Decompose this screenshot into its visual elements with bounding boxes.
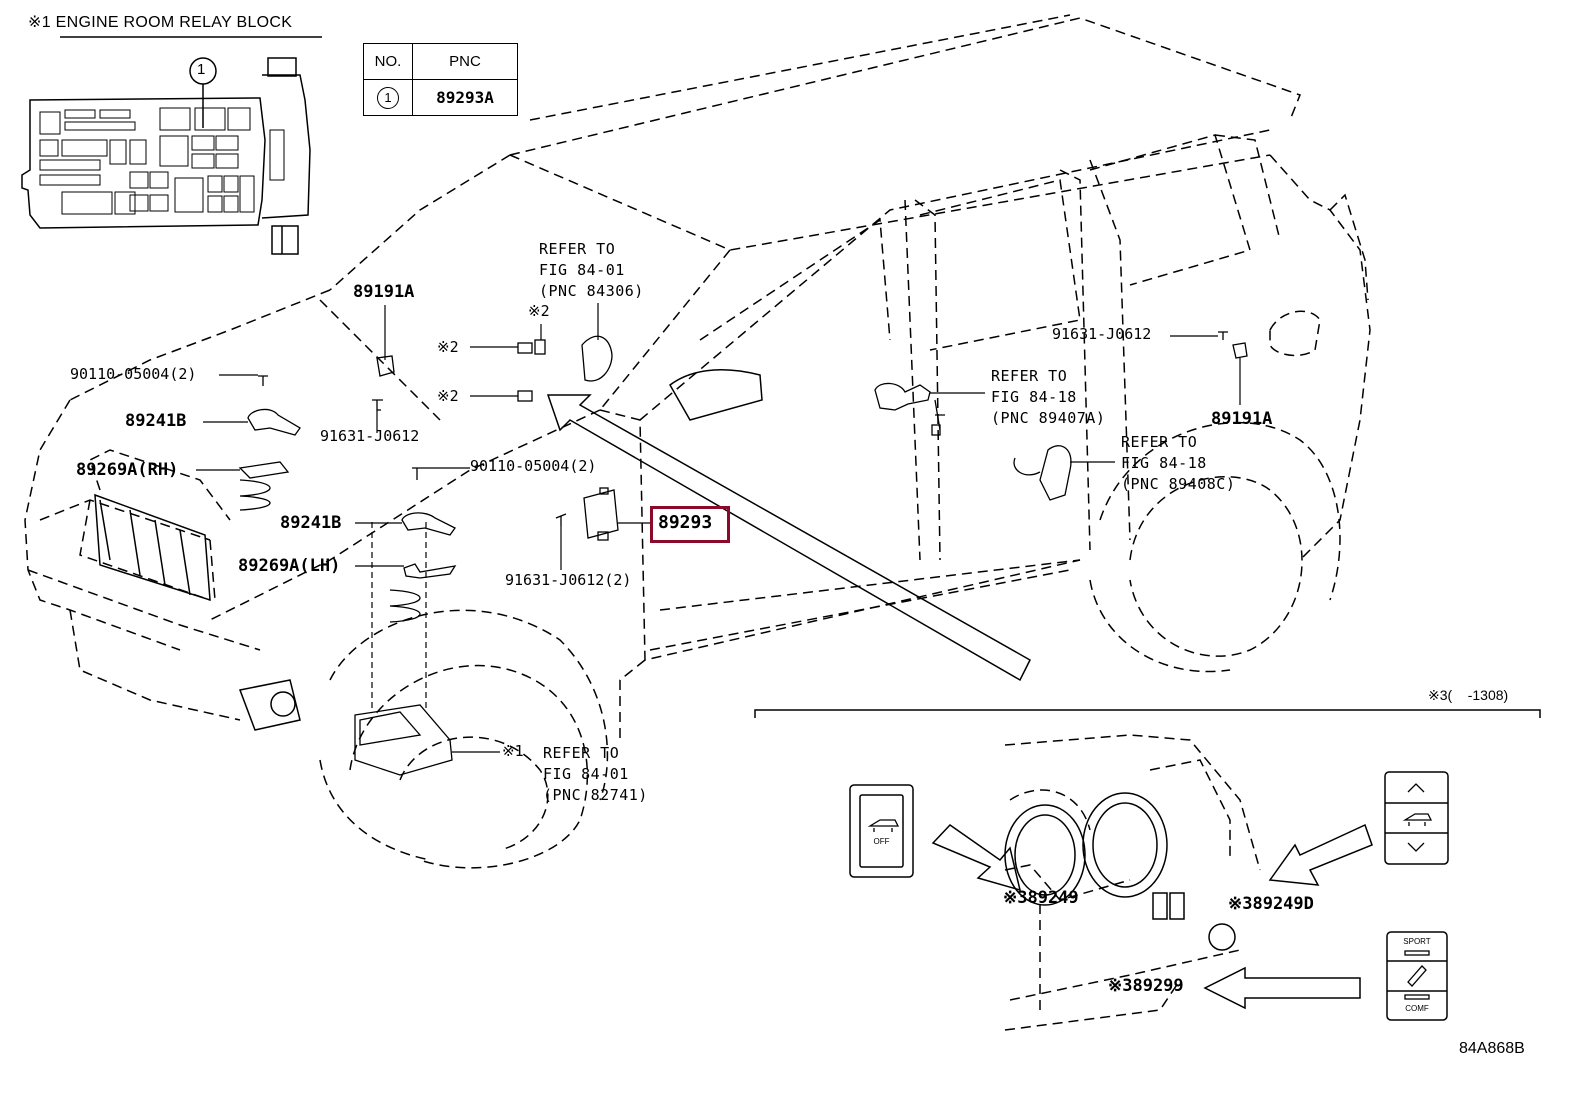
part-highlight-box [650,506,730,543]
refer-note-89408C[interactable]: REFER TO FIG 84-18 (PNC 89408C) [1121,433,1236,493]
vehicle-outline [24,14,1371,869]
diagram-code: 84A868B [1459,1040,1525,1057]
part-91631-J0612-ecu[interactable]: 91631-J0612(2) [505,571,632,589]
refer-note-89407A[interactable]: REFER TO FIG 84-18 (PNC 89407A) [991,367,1106,427]
refer-note-84306[interactable]: REFER TO FIG 84-01 (PNC 84306) [539,240,644,300]
inset-header: ※3( -1308) [1428,687,1509,703]
switch-comf-label: COMF [1405,1004,1429,1013]
switch-sport-label: SPORT [1403,937,1431,946]
part-89293-highlighted[interactable]: 89293 [658,512,713,533]
part-89269A-lh[interactable]: 89269A(LH) [238,556,341,576]
leader-lines [196,303,1241,753]
pointer-arrow [546,394,1031,682]
pnc-table: NO. PNC 1 89293A [363,43,518,116]
inset-gauges [1004,792,1236,951]
mark-2-lower: ※2 [437,387,459,405]
mark-2-top: ※2 [528,302,550,320]
mark-1: ※1 [502,742,524,760]
switch-icons [867,783,1433,1000]
part-91631-J0612-front[interactable]: 91631-J0612 [320,427,420,445]
part-89241B-lh[interactable]: 89241B [280,513,342,533]
down-arrow-icon [1407,842,1425,852]
refer-note-82741[interactable]: REFER TO FIG 84-01 (PNC 82741) [543,744,648,804]
part-89191A-front[interactable]: 89191A [353,282,415,302]
pnc-table-cell-no: 1 [363,79,413,116]
part-91631-J0612-rear[interactable]: 91631-J0612 [1052,325,1152,343]
part-89249[interactable]: ※389249 [1003,888,1079,908]
pnc-table-header-no: NO. [363,43,413,80]
part-90110-05004-lower[interactable]: 90110-05004(2) [470,457,597,475]
part-89241B-rh[interactable]: 89241B [125,411,187,431]
vehicle-solid-details [94,369,763,731]
part-89249D[interactable]: ※389249D [1228,894,1314,914]
inset-frame [754,709,1541,718]
part-90110-05004-upper[interactable]: 90110-05004(2) [70,365,197,383]
relay-callout-number: 1 [197,61,206,78]
part-89299[interactable]: ※389299 [1108,976,1184,996]
switch-panels [849,771,1449,1021]
part-89191A-rear[interactable]: 89191A [1211,409,1273,429]
up-arrow-icon [1407,783,1425,793]
pnc-table-cell-pnc: 89293A [412,79,518,116]
inset-dashboard [1004,734,1261,1031]
inset-arrows [931,823,1373,1010]
relay-block-title: ※1 ENGINE ROOM RELAY BLOCK [28,14,293,31]
pencil-icon [1407,965,1427,987]
vehicle-height-icon [867,819,900,832]
switch-off-label: OFF [873,837,890,846]
circled-number: 1 [377,86,399,109]
pnc-table-header-pnc: PNC [412,43,518,80]
relay-block-drawing [21,36,322,255]
mark-2-upper: ※2 [437,338,459,356]
part-89269A-rh[interactable]: 89269A(RH) [76,460,179,480]
